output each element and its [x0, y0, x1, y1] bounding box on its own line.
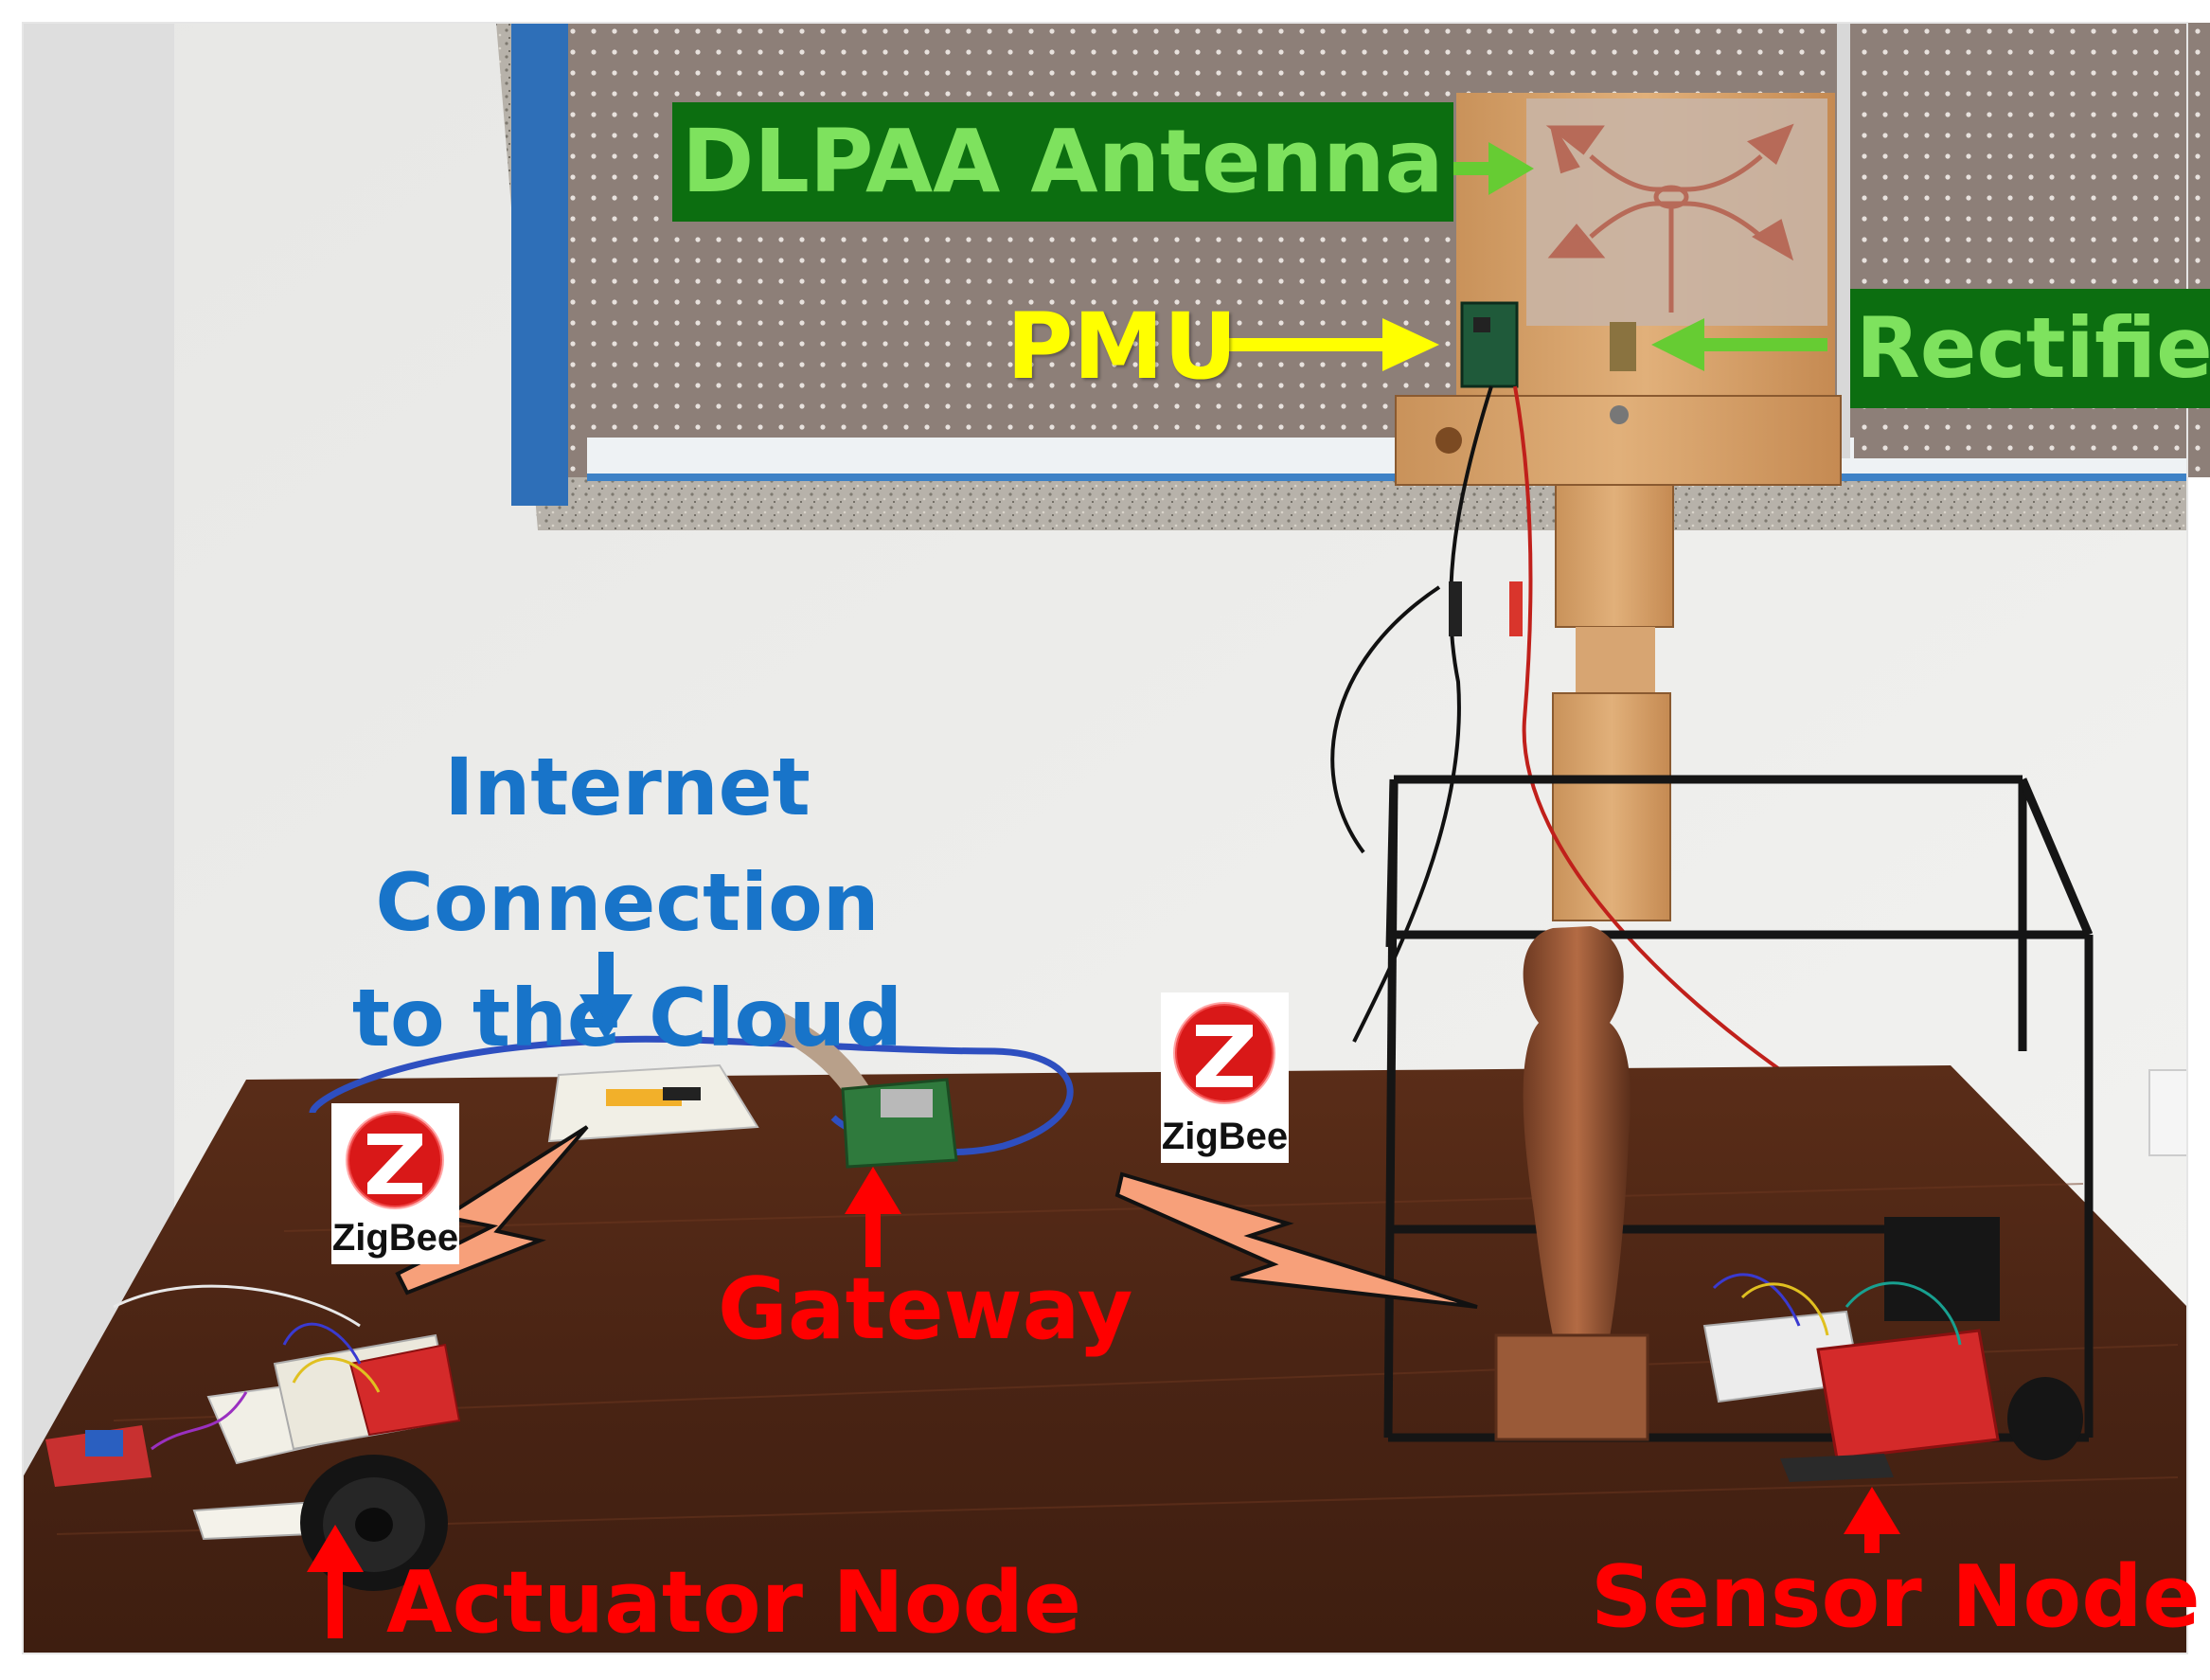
pmu-label: PMU: [1007, 294, 1238, 400]
rectifier-label: Rectifier: [1850, 289, 2210, 408]
internet-label-line1: Internet Connection: [375, 741, 880, 949]
gateway-label: Gateway: [718, 1260, 1133, 1359]
arrow-icon: [579, 952, 633, 1040]
actuator-node-label: Actuator Node: [386, 1553, 1082, 1653]
zigbee-logo: ZigBee: [331, 1103, 459, 1264]
arrow-icon: [1651, 318, 1827, 371]
arrow-icon: [845, 1167, 901, 1267]
sensor-node-label: Sensor Node: [1591, 1547, 2201, 1647]
internet-connection-label: Internet Connection to the Cloud: [227, 729, 1027, 1076]
arrow-icon: [1221, 318, 1439, 371]
zigbee-logo: ZigBee: [1161, 992, 1289, 1163]
internet-label-line2: to the Cloud: [351, 972, 903, 1064]
arrow-icon: [1844, 1487, 1900, 1553]
dlpaa-antenna-label: DLPAA Antenna: [672, 102, 1453, 222]
lightning-link-icon: [1114, 1171, 1478, 1309]
zigbee-logo-text: ZigBee: [1161, 1116, 1289, 1157]
zigbee-logo-text: ZigBee: [331, 1217, 459, 1259]
arrow-icon: [307, 1525, 364, 1638]
